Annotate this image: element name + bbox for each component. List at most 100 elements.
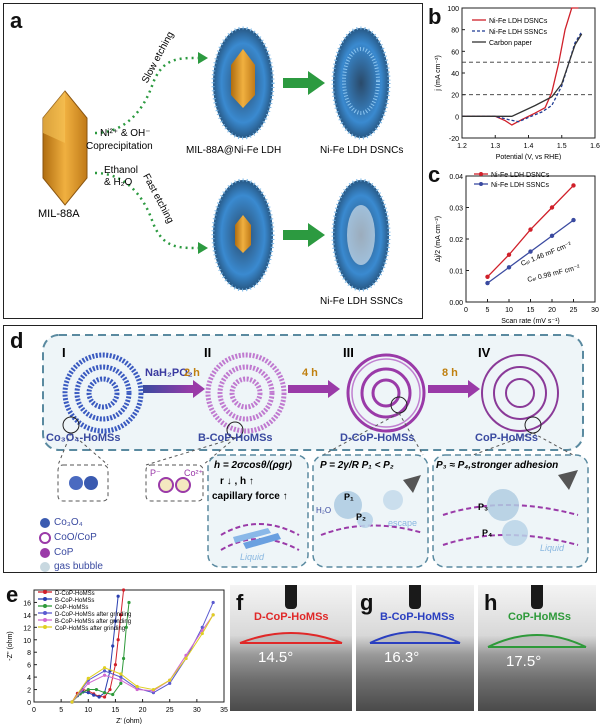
needle-f — [285, 585, 297, 609]
name-co3o4: Co₃O₄-HoMSs — [46, 432, 121, 444]
intermediate-particle-bottom — [211, 178, 275, 292]
liquid-label-1: Liquid — [240, 552, 265, 562]
x-tick-label: 20 — [139, 707, 147, 714]
x-tick-label: 0 — [32, 707, 36, 714]
series-line — [71, 614, 214, 703]
y-tick-label: 0.00 — [449, 300, 463, 307]
angle-h: 17.5° — [506, 653, 542, 670]
liquid-label-2: Liquid — [540, 543, 565, 553]
legend-co3o4: Co₃O₄ — [54, 517, 83, 528]
data-point — [151, 687, 156, 692]
needle-h — [531, 585, 543, 609]
intermediate-label: MIL-88A@Ni-Fe LDH — [186, 145, 282, 156]
data-point — [70, 700, 74, 704]
y-tick-label: 100 — [447, 6, 459, 13]
p2-label: P₂ — [356, 512, 367, 522]
label-g: B-CoP-HoMSs — [380, 611, 455, 623]
data-point — [184, 653, 188, 657]
legend-marker — [43, 604, 47, 608]
legend-marker — [43, 611, 47, 615]
mil88a-label: MIL-88A — [38, 208, 80, 220]
contact-angle-photo-f: D-CoP-HoMSs 14.5° — [230, 585, 352, 711]
series-line — [71, 602, 130, 703]
x-tick-label: 0 — [464, 307, 468, 314]
coprecipitation-label: Coprecipitation — [86, 141, 153, 152]
stage-ii-spheres — [205, 352, 287, 434]
p3-label: P₃ — [478, 502, 489, 512]
data-point — [102, 666, 107, 670]
legend-marker — [479, 172, 483, 176]
water-label: & H₂O — [104, 177, 133, 188]
panel-label-f: f — [236, 590, 244, 615]
x-tick-label: 30 — [193, 707, 201, 714]
panel-label-a: a — [10, 8, 23, 33]
angle-g: 16.3° — [384, 649, 420, 666]
label-f: D-CoP-HoMSs — [254, 611, 329, 623]
x-tick-label: 1.6 — [590, 143, 600, 150]
legend-marker — [43, 597, 47, 601]
data-point — [86, 687, 90, 692]
name-dcop: D-CoP-HoMSs — [340, 432, 415, 444]
data-point — [127, 600, 131, 605]
panel-a-frame — [3, 3, 423, 319]
panel-label-b: b — [428, 4, 442, 29]
data-point — [102, 691, 107, 695]
y-tick-label: 4 — [27, 675, 31, 682]
annotation: Cₑₗ 0.98 mF cm⁻² — [527, 264, 581, 284]
stage-i: I — [62, 345, 66, 360]
transform-arrows — [143, 380, 480, 398]
data-point — [485, 280, 490, 286]
stage-iv-spheres — [481, 354, 559, 432]
ethanol-label: Ethanol — [104, 165, 138, 176]
panel-label-e: e — [6, 582, 19, 607]
x-tick-label: 30 — [591, 307, 599, 314]
legend-label: CoP-HoMSs — [55, 605, 88, 611]
equation-capillary-force: capillary force ↑ — [212, 491, 288, 502]
data-point — [119, 675, 123, 679]
data-point — [102, 673, 107, 677]
legend-label: Carbon paper — [489, 40, 532, 47]
legend-gas-bubble: gas bubble — [54, 561, 103, 572]
equation-capillary-sub: r ↓ , h ↑ — [220, 476, 254, 487]
x-tick-label: 1.2 — [457, 143, 467, 150]
legend-label: D-CoP-HoMSs — [55, 591, 95, 597]
legend-label: Ni-Fe LDH SSNCs — [491, 182, 549, 189]
stage-i-spheres — [62, 352, 144, 434]
dsncs-particle — [331, 26, 391, 140]
legend-label: Ni-Fe LDH SSNCs — [489, 29, 547, 36]
needle-g — [409, 585, 421, 609]
y-tick-label: -20 — [449, 136, 459, 143]
legend-label: Ni-Fe LDH DSNCs — [489, 18, 548, 25]
data-point — [200, 631, 204, 636]
y-tick-label: 40 — [451, 71, 459, 78]
panel-label-d: d — [10, 328, 24, 353]
data-point — [119, 613, 123, 617]
data-point — [168, 681, 172, 685]
time-8h: 8 h — [442, 367, 458, 379]
data-point — [549, 233, 555, 239]
x-tick-label: 5 — [486, 307, 490, 314]
data-point — [571, 183, 576, 188]
y-tick-label: 12 — [23, 625, 31, 632]
angle-f: 14.5° — [258, 649, 294, 666]
y-tick-label: 60 — [451, 49, 459, 56]
data-point — [108, 687, 112, 692]
legend-marker — [43, 625, 47, 629]
arrow-to-dsncs — [283, 71, 325, 95]
fast-etching-arrow — [94, 171, 199, 250]
y-tick-label: 80 — [451, 28, 459, 35]
data-point — [116, 638, 120, 642]
y-tick-label: 2 — [27, 688, 31, 695]
plot-frame — [461, 7, 596, 139]
data-point — [86, 676, 90, 680]
legend-label: CoP-HoMSs after grinding — [55, 626, 125, 632]
slow-etching-arrow — [94, 56, 199, 135]
ssncs-particle — [331, 178, 391, 292]
data-point — [571, 217, 576, 223]
y-tick-label: 16 — [23, 600, 31, 607]
data-point — [506, 252, 512, 257]
data-point — [485, 274, 490, 279]
name-bcop: B-CoP-HoMSs — [198, 432, 273, 444]
